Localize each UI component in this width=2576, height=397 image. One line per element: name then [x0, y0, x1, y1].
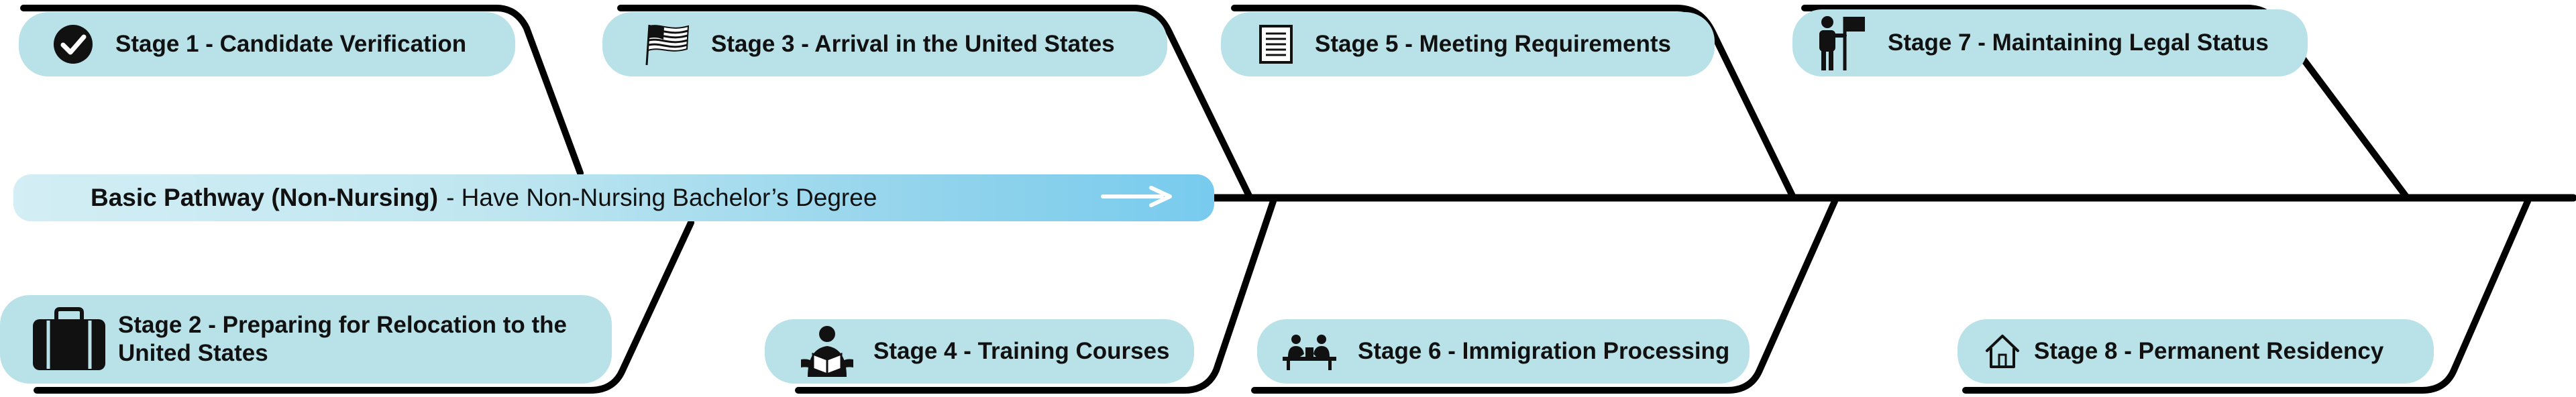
stage-8-card: Stage 8 - Permanent Residency — [1957, 319, 2434, 384]
person-reading-icon — [798, 325, 856, 378]
arrow-right-icon — [1101, 186, 1172, 207]
stage-1-card: Stage 1 - Candidate Verification — [19, 12, 515, 76]
checkmark-circle-icon — [52, 23, 94, 65]
house-icon — [1984, 333, 2021, 370]
person-with-flag-icon — [1815, 14, 1866, 72]
stage-5-card: Stage 5 - Meeting Requirements — [1221, 12, 1715, 76]
pathway-bar: Basic Pathway (Non-Nursing) - Have Non-N… — [13, 174, 1214, 221]
stage-4-card: Stage 4 - Training Courses — [765, 319, 1194, 384]
stage-2-card: Stage 2 - Preparing for Relocation to th… — [0, 295, 612, 384]
stage-1-label: Stage 1 - Candidate Verification — [115, 31, 467, 57]
stage-4-label: Stage 4 - Training Courses — [873, 338, 1170, 364]
pathway-title: Basic Pathway (Non-Nursing) — [91, 184, 439, 211]
bone-stage-2 — [34, 219, 694, 394]
stage-7-label: Stage 7 - Maintaining Legal Status — [1888, 30, 2269, 56]
bone-stage-4 — [795, 198, 1277, 394]
bone-stage-8 — [1962, 198, 2531, 394]
us-flag-icon — [643, 22, 691, 66]
stage-5-label: Stage 5 - Meeting Requirements — [1315, 31, 1671, 57]
stage-6-card: Stage 6 - Immigration Processing — [1257, 319, 1750, 384]
suitcase-icon — [31, 307, 107, 372]
pathway-subtitle: - Have Non-Nursing Bachelor’s Degree — [446, 184, 877, 211]
people-at-desk-icon — [1281, 333, 1338, 370]
checklist-document-icon — [1258, 24, 1293, 64]
bone-stage-6 — [1251, 198, 1838, 394]
stage-7-card: Stage 7 - Maintaining Legal Status — [1792, 9, 2308, 76]
stage-3-card: Stage 3 - Arrival in the United States — [602, 12, 1167, 76]
bone-stage-3 — [617, 5, 1252, 199]
stage-3-label: Stage 3 - Arrival in the United States — [711, 31, 1115, 57]
bone-stage-1 — [20, 5, 584, 176]
stage-2-label: Stage 2 - Preparing for Relocation to th… — [118, 312, 567, 366]
stage-8-label: Stage 8 - Permanent Residency — [2034, 338, 2384, 364]
stage-6-label: Stage 6 - Immigration Processing — [1358, 338, 1730, 364]
